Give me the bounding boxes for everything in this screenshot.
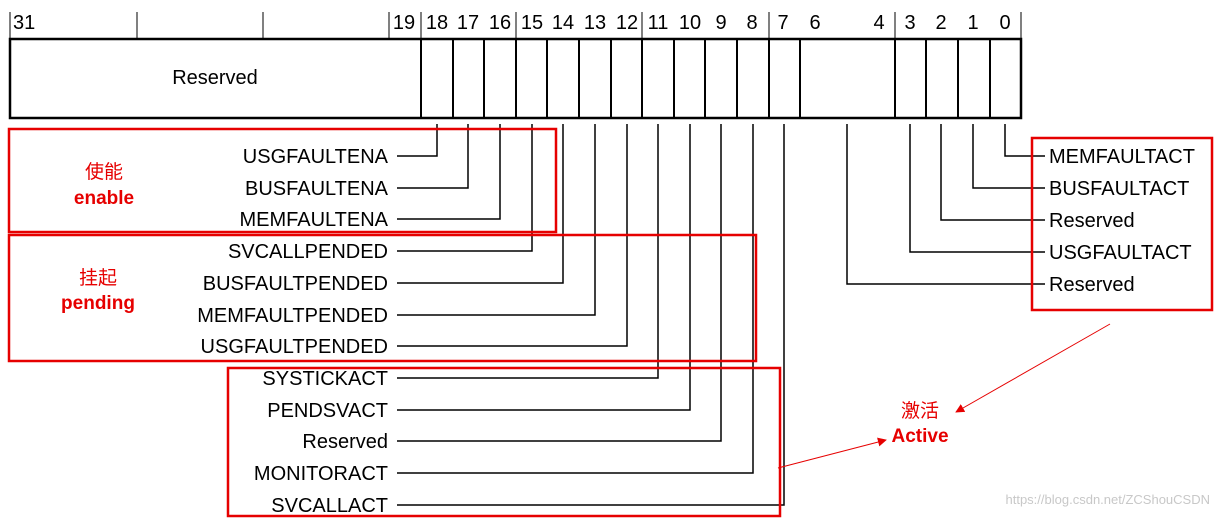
field-label-svcallpended: SVCALLPENDED [228, 241, 388, 263]
bit-number-row: 31 19 18 17 16 15 14 13 12 11 10 9 8 7 6… [13, 12, 1011, 34]
field-label-usgfaultact: USGFAULTACT [1049, 242, 1192, 264]
bit-number: 11 [648, 12, 669, 34]
bit-number: 0 [999, 12, 1010, 34]
bit-number: 14 [552, 12, 574, 34]
pending-group-label-cn: 挂起 [79, 267, 117, 289]
bit-number: 19 [393, 12, 415, 34]
bit-number: 3 [904, 12, 915, 34]
active-group-box [226, 366, 782, 518]
pending-group-box [7, 233, 758, 363]
right-leader-lines [846, 124, 1045, 285]
field-label-svcallact: SVCALLACT [271, 495, 388, 517]
bit-number: 15 [521, 12, 543, 34]
bit-number: 31 [13, 12, 35, 34]
field-label-reserved-bit2: Reserved [1049, 210, 1135, 232]
field-label-memfaultact: MEMFAULTACT [1049, 146, 1195, 168]
bit-number: 2 [935, 12, 946, 34]
active-right-group-box [1030, 136, 1214, 312]
active-arrow-right [955, 323, 1111, 413]
field-label-pendsvact: PENDSVACT [267, 400, 388, 422]
field-label-usgfaultpended: USGFAULTPENDED [201, 336, 388, 358]
field-label-busfaultpended: BUSFAULTPENDED [203, 273, 388, 295]
bit-number: 12 [616, 12, 638, 34]
bit-number: 18 [426, 12, 448, 34]
field-label-reserved-bit9: Reserved [302, 431, 388, 453]
field-label-monitoract: MONITORACT [254, 463, 388, 485]
field-label-busfaultact: BUSFAULTACT [1049, 178, 1189, 200]
right-field-labels: MEMFAULTACT BUSFAULTACT Reserved USGFAUL… [1049, 146, 1195, 296]
left-field-labels: USGFAULTENA BUSFAULTENA MEMFAULTENA SVCA… [197, 146, 388, 517]
active-group-label-cn: 激活 [901, 400, 939, 422]
left-leader-lines [397, 124, 785, 506]
field-label-memfaultpended: MEMFAULTPENDED [197, 305, 388, 327]
bit-number: 7 [777, 12, 788, 34]
field-label-usgfaultena: USGFAULTENA [243, 146, 389, 168]
field-label-systickact: SYSTICKACT [262, 368, 388, 390]
bit-number: 13 [584, 12, 606, 34]
reserved-block-label: Reserved [172, 67, 258, 89]
register-box: Reserved [8, 37, 1023, 120]
pending-group-label-en: pending [61, 293, 135, 314]
enable-group-box [7, 127, 558, 234]
bit-tick-marks [9, 12, 1022, 39]
active-arrow-left [777, 437, 887, 469]
bit-number: 16 [489, 12, 511, 34]
field-label-memfaultena: MEMFAULTENA [239, 209, 388, 231]
bit-number: 8 [746, 12, 757, 34]
enable-group-label-en: enable [74, 188, 134, 209]
bit-number: 6 [809, 12, 820, 34]
active-group-label-en: Active [891, 426, 948, 447]
field-label-reserved-bits4-6: Reserved [1049, 274, 1135, 296]
group-annotations: 使能 enable 挂起 pending 激活 Active [7, 127, 1214, 518]
field-label-busfaultena: BUSFAULTENA [245, 178, 389, 200]
bit-number: 17 [457, 12, 479, 34]
bit-number: 1 [967, 12, 978, 34]
bit-number: 9 [715, 12, 726, 34]
watermark: https://blog.csdn.net/ZCShouCSDN [1006, 492, 1211, 507]
bit-number: 4 [873, 12, 884, 34]
bit-number: 10 [679, 12, 701, 34]
enable-group-label-cn: 使能 [85, 161, 123, 183]
